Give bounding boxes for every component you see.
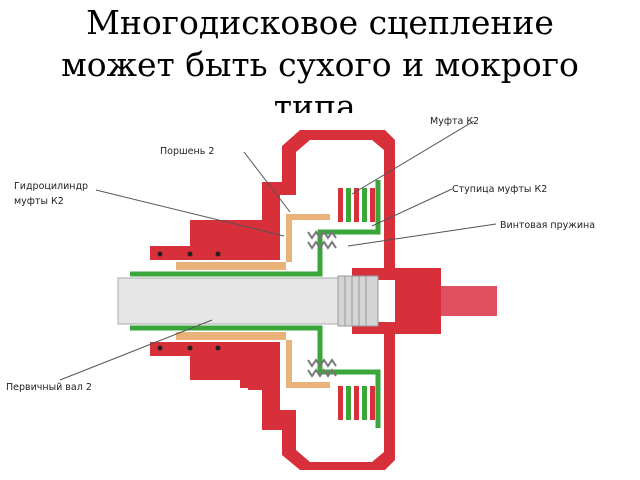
label-perv-val: Первичный вал 2: [6, 382, 92, 393]
clutch-plates-upper: [338, 188, 375, 222]
coil-spring: [307, 230, 337, 378]
seals: [157, 251, 221, 351]
label-porshen-2: Поршень 2: [160, 146, 214, 157]
label-mufta-k2: Муфта К2: [430, 116, 479, 127]
label-gidrocilindr-2: муфты К2: [14, 196, 64, 207]
slide-title: Многодисковое сцепление может быть сухог…: [0, 2, 640, 113]
title-line-2: может быть сухого и мокрого: [61, 45, 579, 84]
clutch-hub: [130, 180, 381, 428]
input-shaft: [117, 275, 379, 327]
label-gidrocilindr-1: Гидроцилиндр: [14, 181, 88, 192]
title-line-3: типа.: [273, 87, 367, 113]
clutch-diagram: Муфта К2 Поршень 2 Гидроцилиндр муфты К2…: [6, 116, 595, 470]
label-stupica: Ступица муфты К2: [452, 184, 547, 195]
leader-lines: [59, 120, 497, 381]
piston: [176, 214, 330, 388]
title-area: Многодисковое сцепление может быть сухог…: [0, 0, 640, 113]
label-pruzhina: Винтовая пружина: [500, 220, 595, 231]
housing: [150, 130, 497, 470]
clutch-plates-lower: [338, 386, 375, 420]
title-line-1: Многодисковое сцепление: [86, 3, 554, 42]
